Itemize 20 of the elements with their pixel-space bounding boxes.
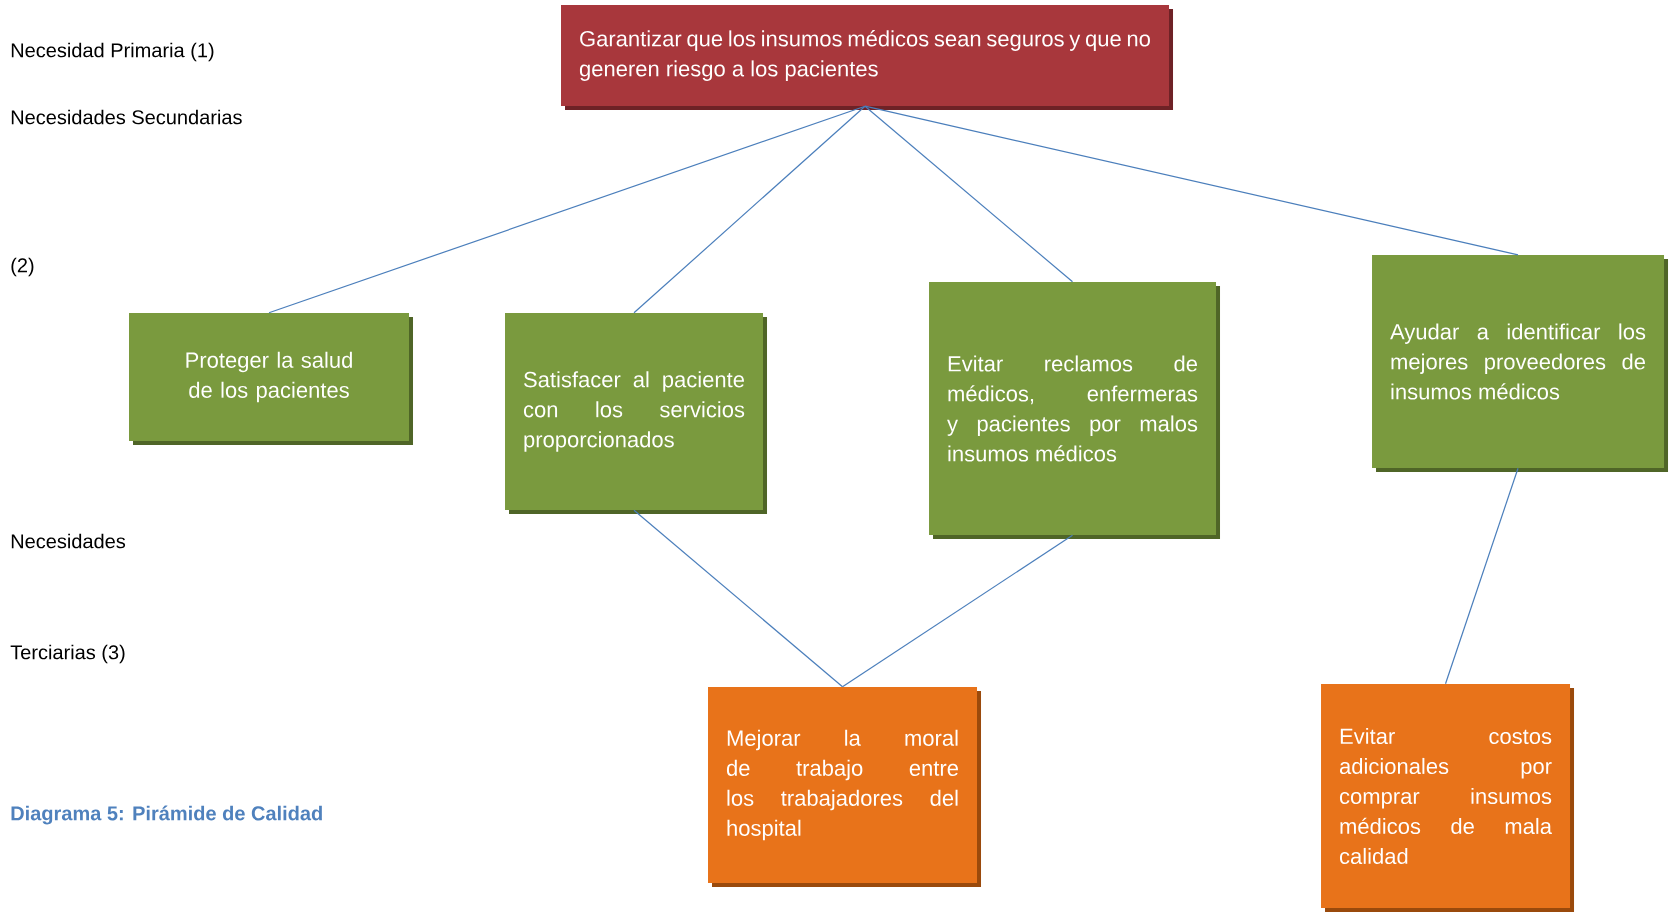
level-label: Necesidades Secundarias [11, 109, 242, 125]
connector-line [1444, 467, 1519, 685]
need-box: Satisfacer al paciente con los servicios proporcionados [505, 313, 767, 514]
need-box: Evitar reclamos de médicos, enfermeras y pacientes por malos insumos médicos [929, 282, 1220, 539]
connector-line [633, 105, 866, 314]
level-label: Terciarias (3) [10, 644, 125, 664]
caption: Diagrama 5: Pirámide de Calidad [11, 805, 322, 825]
need-box: Proteger la salud de los pacientes [129, 313, 413, 445]
connector-line [864, 105, 1074, 283]
need-box: Evitar costos adicionales por comprar insumos médicos de mala calidad [1321, 684, 1574, 912]
connector-line [633, 509, 844, 688]
connector-line [864, 105, 1519, 256]
level-label: Necesidades [11, 533, 126, 549]
need-box: Ayudar a identificar los mejores proveedores de insumos médicos [1372, 255, 1668, 472]
level-label: Necesidad Primaria (1) [11, 42, 214, 62]
need-box: Mejorar la moral de trabajo entre los trabajadores del hospital [708, 687, 981, 887]
connector-line [268, 105, 866, 314]
goal-box: Garantizar que los insumos médicos sean seguros y que no generen riesgo a los pacientes [561, 5, 1173, 110]
level-label: (2) [11, 257, 34, 277]
connector-line [841, 534, 1074, 688]
